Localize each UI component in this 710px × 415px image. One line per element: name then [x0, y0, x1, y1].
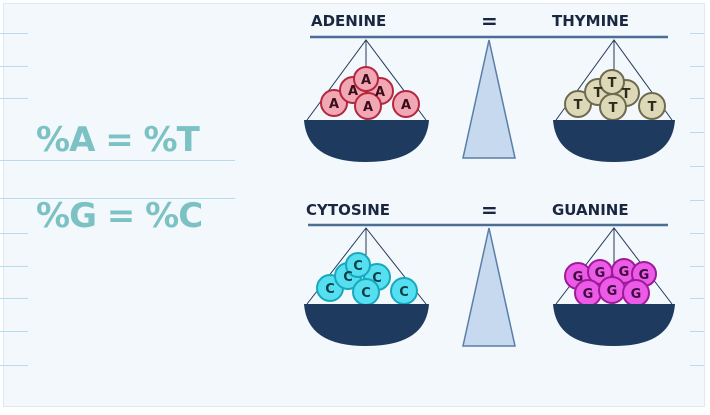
ruled-line — [0, 331, 28, 332]
svg-text:C: C — [399, 285, 409, 300]
svg-text:A: A — [375, 85, 385, 100]
svg-text:C: C — [343, 270, 353, 285]
svg-text:T: T — [622, 87, 631, 102]
right-pan-bowl — [553, 120, 675, 162]
top-balance: A A A A A A T T T T T T — [304, 35, 675, 162]
ruled-line — [690, 132, 704, 133]
ruled-line — [690, 266, 704, 267]
bottom-balance: C C C C C C G G G G G G G — [304, 223, 675, 347]
ruled-line — [690, 166, 704, 167]
ruled-line — [690, 98, 704, 99]
ruled-line — [690, 66, 704, 67]
guanine-label: GUANINE — [552, 201, 629, 219]
ruled-line — [0, 160, 235, 161]
svg-text:C: C — [372, 271, 382, 286]
svg-text:A: A — [363, 100, 373, 115]
ruled-line — [690, 365, 704, 366]
ruled-line — [0, 198, 235, 199]
adenine-molecules: A A A A A A — [320, 66, 420, 120]
equation-g-equals-c: %G = %C — [36, 196, 203, 236]
left-pan-bowl — [304, 120, 429, 162]
adenine-label: ADENINE — [311, 12, 387, 30]
svg-text:T: T — [594, 86, 603, 101]
thymine-label: THYMINE — [552, 12, 629, 30]
thymine-molecules: T T T T T T — [564, 69, 666, 121]
ruled-line — [0, 33, 28, 34]
equation-a-equals-t: %A = %T — [36, 120, 200, 160]
ruled-line — [0, 298, 28, 299]
svg-text:G: G — [619, 265, 630, 280]
ruled-line — [690, 200, 704, 201]
svg-text:T: T — [608, 76, 617, 91]
svg-text:G: G — [639, 268, 650, 283]
ruled-line — [690, 233, 704, 234]
svg-text:A: A — [401, 98, 411, 113]
svg-text:G: G — [607, 284, 618, 299]
svg-text:A: A — [329, 97, 339, 112]
svg-text:G: G — [583, 287, 594, 302]
equals-sign: = — [481, 198, 498, 222]
ruled-line — [0, 233, 28, 234]
left-pan-bowl — [304, 304, 429, 346]
svg-text:C: C — [325, 282, 335, 297]
svg-text:G: G — [573, 270, 584, 285]
svg-text:C: C — [353, 259, 363, 274]
ruled-line — [0, 98, 28, 99]
ruled-line — [0, 365, 28, 366]
svg-text:G: G — [631, 287, 642, 302]
svg-text:T: T — [648, 100, 657, 115]
guanine-molecules: G G G G G G G — [564, 258, 657, 307]
ruled-line — [690, 298, 704, 299]
svg-text:T: T — [609, 101, 618, 116]
svg-text:G: G — [595, 266, 606, 281]
balance-pivot — [462, 39, 516, 159]
equals-sign: = — [481, 9, 498, 33]
cytosine-label: CYTOSINE — [306, 201, 391, 219]
cytosine-molecules: C C C C C C — [316, 252, 418, 306]
ruled-line — [690, 331, 704, 332]
ruled-line — [690, 33, 704, 34]
svg-text:A: A — [361, 73, 371, 88]
balance-pivot — [462, 227, 516, 347]
svg-text:A: A — [348, 84, 358, 99]
svg-text:T: T — [574, 98, 583, 113]
ruled-line — [0, 66, 28, 67]
svg-text:C: C — [361, 286, 371, 301]
ruled-line — [0, 266, 28, 267]
right-pan-bowl — [553, 304, 675, 346]
